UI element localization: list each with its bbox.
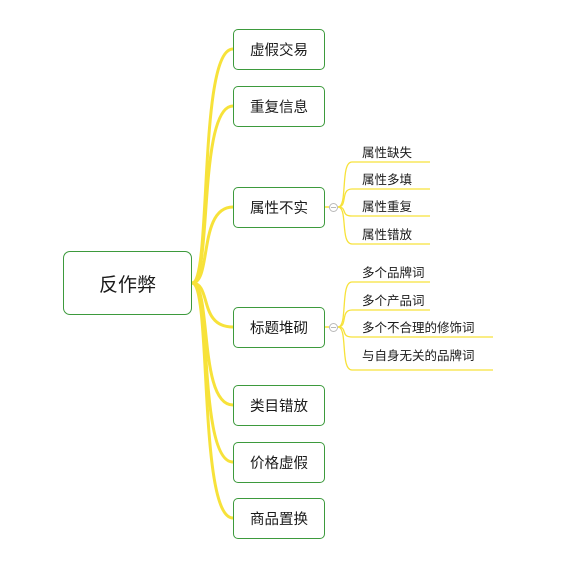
root-label: 反作弊 xyxy=(98,273,156,296)
leaf-label[interactable]: 属性多填 xyxy=(362,172,413,187)
branch-node[interactable]: 属性不实 xyxy=(233,187,325,228)
branch-connector xyxy=(190,281,235,520)
branch-node[interactable]: 类目错放 xyxy=(233,385,325,426)
leaf-label[interactable]: 属性重复 xyxy=(362,199,413,214)
branch-node[interactable]: 标题堆砌 xyxy=(233,307,325,348)
branch-label: 标题堆砌 xyxy=(250,321,308,337)
collapse-toggle-icon[interactable] xyxy=(329,203,338,212)
leaf-connector xyxy=(337,206,430,245)
leaf-label[interactable]: 属性缺失 xyxy=(362,145,413,160)
leaf-connector xyxy=(337,309,430,328)
leaf-label[interactable]: 与自身无关的品牌词 xyxy=(362,348,475,363)
branch-connector xyxy=(190,281,235,407)
branch-connector xyxy=(190,47,235,285)
collapse-toggle-icon[interactable] xyxy=(329,323,338,332)
branch-label: 重复信息 xyxy=(250,100,308,116)
branch-label: 价格虚假 xyxy=(250,456,308,472)
leaf-connector xyxy=(337,161,430,208)
branch-connector xyxy=(190,205,235,285)
leaf-label[interactable]: 属性错放 xyxy=(362,227,413,242)
leaf-label[interactable]: 多个产品词 xyxy=(362,293,425,308)
leaf-connector xyxy=(337,188,430,208)
leaf-connector xyxy=(337,326,493,371)
branch-node[interactable]: 商品置换 xyxy=(233,498,325,539)
main-connectors xyxy=(190,47,235,520)
sub-connectors xyxy=(325,161,493,371)
root-node[interactable]: 反作弊 xyxy=(63,251,192,315)
leaf-label[interactable]: 多个品牌词 xyxy=(362,265,425,280)
branch-label: 属性不实 xyxy=(250,201,308,217)
branch-label: 商品置换 xyxy=(250,512,308,528)
leaf-label[interactable]: 多个不合理的修饰词 xyxy=(362,320,475,335)
branch-label: 类目错放 xyxy=(250,399,308,415)
branch-node[interactable]: 重复信息 xyxy=(233,86,325,127)
branch-node[interactable]: 价格虚假 xyxy=(233,442,325,483)
branch-connector xyxy=(190,104,235,285)
branch-label: 虚假交易 xyxy=(250,43,308,59)
branch-node[interactable]: 虚假交易 xyxy=(233,29,325,70)
leaf-connector xyxy=(337,281,430,328)
